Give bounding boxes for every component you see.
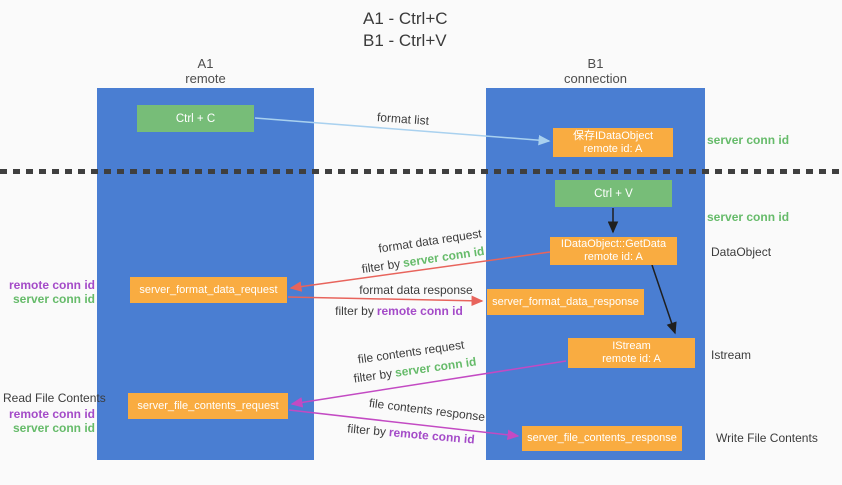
diagram-title: A1 - Ctrl+C B1 - Ctrl+V — [363, 8, 448, 52]
title-line-b: B1 - Ctrl+V — [363, 31, 447, 50]
remote-conn-id-text: remote conn id — [8, 278, 95, 292]
lifeline-a-header: A1 remote — [97, 56, 314, 86]
node-save-dataobject-line1: 保存IDataObject — [572, 129, 654, 142]
label-format-data-response: format data response — [359, 283, 473, 297]
server-conn-id-text: server conn id — [12, 421, 95, 435]
lifeline-b-role: connection — [564, 71, 627, 86]
node-server-format-data-request-label: server_format_data_request — [139, 283, 278, 296]
node-ctrl-c-label: Ctrl + C — [175, 112, 216, 125]
label-server-conn-id-right-2: server conn id — [707, 210, 790, 224]
label-format-list: format list — [376, 110, 430, 128]
node-save-dataobject: 保存IDataObject remote id: A — [553, 128, 673, 157]
node-server-format-data-response: server_format_data_response — [487, 289, 644, 315]
remote-conn-id-text: remote conn id — [8, 407, 95, 421]
node-getdata: IDataObject::GetData remote id: A — [550, 237, 677, 265]
label-server-conn-id-right-1: server conn id — [707, 133, 790, 147]
label-read-file-contents: Read File Contents — [3, 391, 106, 405]
label-file-contents-response: file contents response — [368, 395, 486, 425]
filter-by-text: filter by — [335, 304, 374, 318]
lifeline-b-header: B1 connection — [486, 56, 705, 86]
node-ctrl-v: Ctrl + V — [555, 180, 672, 207]
node-getdata-line2: remote id: A — [584, 251, 643, 263]
lifeline-a-name: A1 — [197, 56, 214, 71]
node-istream-line2: remote id: A — [602, 353, 661, 365]
title-line-a: A1 - Ctrl+C — [363, 9, 448, 28]
dotted-separator — [0, 169, 842, 174]
node-ctrl-c: Ctrl + C — [137, 105, 254, 132]
filter-by-text: filter by — [352, 366, 394, 386]
node-server-format-data-request: server_format_data_request — [130, 277, 287, 303]
label-write-file-contents: Write File Contents — [716, 431, 818, 445]
node-server-file-contents-request-label: server_file_contents_request — [137, 399, 279, 412]
node-ctrl-v-label: Ctrl + V — [594, 187, 633, 200]
arrow-format-data-response — [287, 295, 484, 307]
label-istream: Istream — [711, 348, 752, 362]
filter-by-text: filter by — [360, 256, 402, 277]
node-getdata-line1: IDataObject::GetData — [560, 238, 667, 250]
node-server-file-contents-response-label: server_file_contents_response — [527, 432, 677, 444]
label-dataobject: DataObject — [711, 245, 772, 259]
node-server-file-contents-request: server_file_contents_request — [128, 393, 288, 419]
remote-conn-id-text: remote conn id — [376, 304, 463, 318]
label-conn-ids-left-1: remote conn id server conn id — [0, 278, 95, 306]
node-server-format-data-response-label: server_format_data_response — [492, 295, 639, 308]
node-save-dataobject-line2: remote id: A — [583, 142, 643, 155]
node-istream: IStream remote id: A — [568, 338, 695, 368]
server-conn-id-text: server conn id — [12, 292, 95, 306]
lifeline-b-name: B1 — [587, 56, 604, 71]
node-istream-line1: IStream — [612, 340, 651, 352]
filter-by-text: filter by — [346, 421, 387, 439]
label-conn-ids-left-2: remote conn id server conn id — [0, 407, 95, 435]
remote-conn-id-text: remote conn id — [388, 425, 476, 447]
lifeline-a-role: remote — [185, 71, 226, 86]
node-server-file-contents-response: server_file_contents_response — [522, 426, 682, 451]
